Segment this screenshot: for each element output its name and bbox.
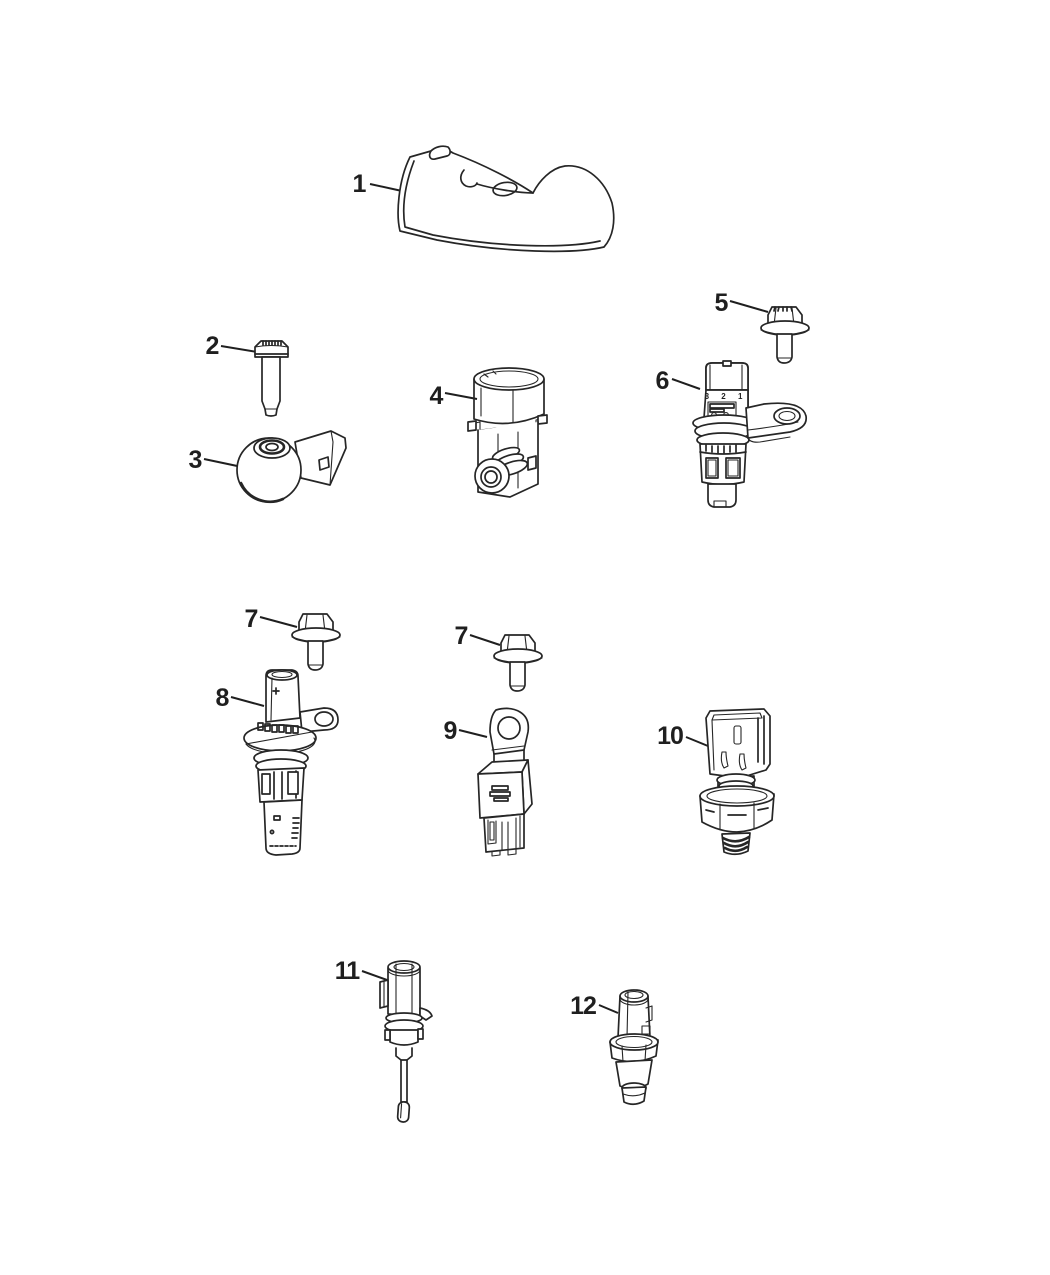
mounting-arm (745, 402, 808, 443)
callout-6: 6 (655, 367, 670, 395)
leader-line-7a (259, 616, 298, 628)
pin-numbers-label: 3 2 1 (705, 392, 748, 401)
leader-line-2 (220, 345, 258, 353)
part-7b-flanged-bolt-illustration (493, 634, 543, 692)
part-4-map-sensor-illustration (467, 367, 548, 498)
leader-line-12 (598, 1004, 619, 1014)
callout-12: 12 (570, 992, 597, 1020)
callout-7b: 7 (454, 622, 469, 650)
part-5-flanged-bolt-illustration (760, 306, 810, 364)
part-8-crankshaft-sensor-illustration (243, 669, 339, 856)
leader-line-4 (444, 392, 478, 400)
leader-line-6 (671, 378, 701, 390)
part-2-hex-bolt-illustration (254, 340, 289, 417)
part-number-print (489, 785, 511, 802)
part-6-camshaft-sensor-illustration: 3 2 1 (692, 360, 808, 508)
hex-facet-marks (705, 807, 769, 816)
leader-line-7b (469, 634, 501, 646)
part-9-speed-sensor-illustration (477, 707, 533, 857)
leader-line-5 (729, 300, 769, 313)
part-12-temp-sensor-illustration (609, 989, 659, 1106)
leader-line-11 (361, 970, 388, 981)
leader-line-9 (458, 729, 488, 738)
knurl-band (699, 444, 747, 455)
part-number-print (709, 403, 735, 413)
flange-rings (692, 414, 756, 448)
serrated-edge (257, 722, 299, 734)
leader-line-1 (369, 183, 403, 192)
part-10-oil-pressure-sensor-illustration (699, 708, 775, 856)
leader-line-3 (203, 458, 243, 468)
callout-3: 3 (188, 446, 203, 474)
callout-8: 8 (215, 684, 230, 712)
callout-9: 9 (443, 717, 458, 745)
callout-7a: 7 (244, 605, 259, 633)
probe-tip (396, 1101, 411, 1123)
part-7a-flanged-bolt-illustration (291, 613, 341, 671)
callout-2: 2 (205, 332, 220, 360)
callout-5: 5 (714, 289, 729, 317)
leader-line-8 (230, 696, 265, 707)
bolt-head-knurling (773, 306, 793, 312)
callout-1: 1 (352, 170, 367, 198)
part-1-engine-cover-illustration (397, 145, 615, 253)
leader-line-10 (685, 736, 709, 747)
barrel-details (269, 815, 300, 847)
part-3-knock-sensor-illustration (236, 430, 347, 504)
connector-glyph (272, 687, 280, 695)
callout-4: 4 (429, 382, 444, 410)
bolt-head-knurling (262, 340, 282, 346)
callout-11: 11 (334, 957, 360, 985)
threaded-stud (721, 832, 751, 856)
part-11-temp-sensor-illustration (379, 960, 433, 1123)
callout-10: 10 (657, 722, 684, 750)
